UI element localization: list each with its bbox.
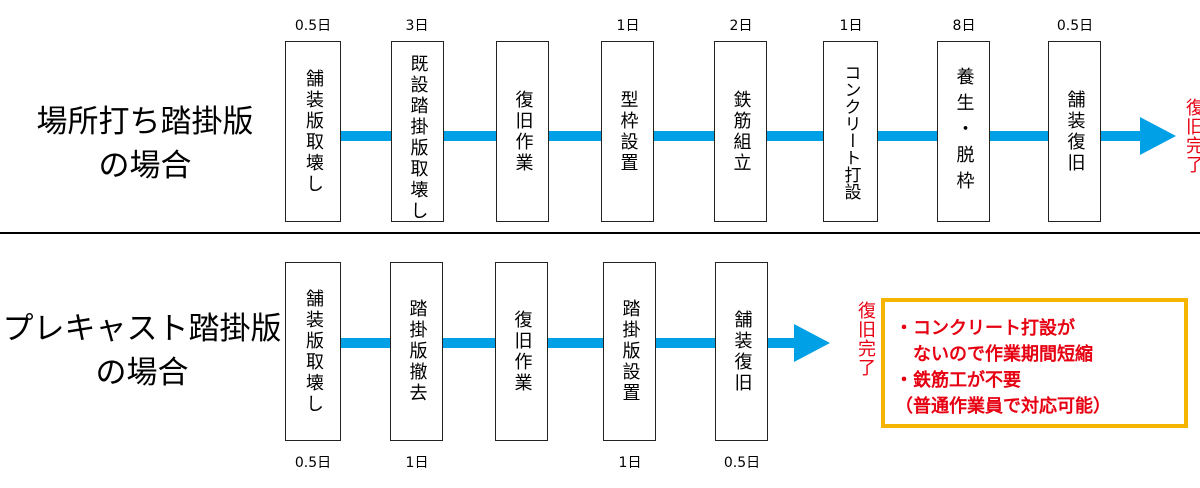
bottom-completion-label: 復旧完了	[855, 301, 876, 377]
bottom-duration: 0.5日	[294, 455, 332, 471]
top-step-box: 型枠設置	[601, 41, 654, 222]
bottom-step-box: 舗装復旧	[715, 262, 768, 441]
top-row-title: 場所打ち踏掛版 の場合	[20, 100, 270, 188]
top-step-label: 既設踏掛版取壊し	[407, 53, 429, 222]
top-step-label: コンクリート打設	[840, 63, 861, 200]
benefits-note-box: ・コンクリート打設が ないので作業期間短縮 ・鉄筋工が不要 （普通作業員で対応可…	[881, 298, 1188, 428]
top-step-box: 養生・脱枠	[937, 41, 990, 222]
bottom-duration: 1日	[618, 455, 642, 471]
top-duration: 1日	[839, 18, 863, 34]
bottom-row-title: プレキャスト踏掛版 の場合	[0, 307, 284, 395]
top-duration: 3日	[405, 18, 429, 34]
top-duration: 8日	[952, 18, 976, 34]
bottom-step-box: 踏掛版設置	[603, 262, 656, 441]
top-step-box: 舗装版取壊し	[285, 41, 341, 222]
bottom-duration: 1日	[405, 455, 429, 471]
section-divider	[0, 232, 1200, 234]
top-step-label: 舗装復旧	[1064, 89, 1086, 174]
top-step-label: 型枠設置	[617, 89, 639, 174]
bottom-duration: 0.5日	[723, 455, 761, 471]
benefit-line: （普通作業員で対応可能）	[895, 396, 1111, 417]
top-row-title-line-2: の場合	[98, 148, 192, 184]
benefit-line: ないので作業期間短縮	[895, 344, 1093, 365]
top-step-label: 養生・脱枠	[953, 66, 975, 197]
top-duration: 2日	[729, 18, 753, 34]
bottom-flow-arrow-line	[312, 338, 798, 348]
bottom-step-label: 舗装復旧	[731, 309, 753, 394]
top-step-label: 舗装版取壊し	[303, 68, 324, 195]
benefit-line: ・コンクリート打設が	[895, 318, 1075, 339]
bottom-step-label: 踏掛版撤去	[406, 299, 428, 404]
benefit-line: ・鉄筋工が不要	[895, 370, 1021, 391]
top-step-box: 復旧作業	[496, 41, 549, 222]
top-duration: 0.5日	[1056, 18, 1094, 34]
bottom-row-title-line-2: の場合	[95, 355, 189, 391]
bottom-row-title-line-1: プレキャスト踏掛版	[2, 311, 282, 347]
top-step-label: 復旧作業	[512, 89, 534, 174]
top-step-box: コンクリート打設	[823, 41, 878, 222]
top-step-box: 既設踏掛版取壊し	[391, 41, 444, 222]
top-flow-arrow-head	[1140, 117, 1176, 155]
top-step-label: 鉄筋組立	[730, 89, 752, 174]
top-duration: 0.5日	[294, 18, 332, 34]
top-step-box: 鉄筋組立	[714, 41, 767, 222]
bottom-step-box: 復旧作業	[495, 262, 548, 441]
bottom-step-box: 踏掛版撤去	[390, 262, 443, 441]
bottom-step-label: 舗装版取壊し	[303, 288, 324, 415]
bottom-step-box: 舗装版取壊し	[285, 262, 341, 441]
top-step-box: 舗装復旧	[1048, 41, 1101, 222]
bottom-step-label: 復旧作業	[511, 309, 533, 394]
bottom-step-label: 踏掛版設置	[619, 299, 641, 404]
top-completion-label: 復旧完了	[1183, 98, 1200, 174]
bottom-flow-arrow-head	[794, 324, 830, 362]
top-duration: 1日	[616, 18, 640, 34]
top-row-title-line-1: 場所打ち踏掛版	[36, 104, 254, 140]
